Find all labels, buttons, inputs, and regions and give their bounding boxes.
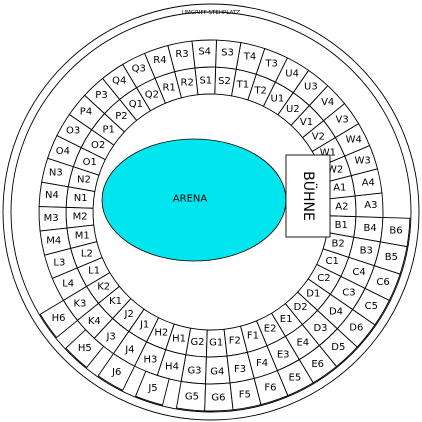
section-f5-shape bbox=[229, 377, 262, 411]
section-a3[interactable]: A3 bbox=[354, 192, 384, 218]
section-b4-shape bbox=[353, 216, 384, 243]
section-g6[interactable]: G6 bbox=[204, 382, 234, 412]
section-t4-shape bbox=[235, 42, 266, 75]
section-l4-shape bbox=[51, 267, 88, 301]
section-d5-shape bbox=[318, 328, 358, 368]
section-b6-shape bbox=[379, 216, 411, 248]
section-j6-shape bbox=[97, 353, 136, 391]
section-m2-shape bbox=[65, 206, 95, 229]
section-m4-shape bbox=[39, 227, 72, 256]
section-n3-shape bbox=[41, 157, 74, 188]
section-s1[interactable]: S1 bbox=[194, 66, 217, 96]
section-o4-shape bbox=[47, 135, 82, 168]
section-b5-shape bbox=[373, 241, 408, 275]
section-g5-shape bbox=[175, 380, 207, 412]
section-g1[interactable]: G1 bbox=[205, 328, 228, 358]
section-w4-shape bbox=[334, 123, 371, 157]
section-u4-shape bbox=[274, 57, 310, 94]
section-g4[interactable]: G4 bbox=[205, 355, 231, 385]
section-b6[interactable]: B6 bbox=[379, 216, 411, 248]
section-v4-shape bbox=[308, 85, 346, 122]
section-c6-shape bbox=[364, 265, 401, 301]
section-u3-shape bbox=[292, 69, 329, 107]
section-s3-shape bbox=[215, 39, 242, 70]
section-s4[interactable]: S4 bbox=[191, 39, 217, 69]
section-a2[interactable]: A2 bbox=[327, 195, 357, 218]
section-t3-shape bbox=[255, 48, 288, 83]
section-p4-shape bbox=[68, 94, 106, 131]
section-c5-shape bbox=[352, 287, 390, 326]
umgriff-ring-outlines bbox=[2, 3, 420, 421]
umgriff-stehplatz-label: UMGRIFF STEHPLATZ bbox=[182, 10, 240, 16]
section-r3-shape bbox=[167, 40, 196, 73]
section-e6-shape bbox=[298, 344, 338, 384]
stage[interactable] bbox=[285, 154, 331, 238]
section-m3-shape bbox=[38, 206, 68, 232]
umgriff-outer-ring bbox=[2, 3, 420, 421]
section-r4-shape bbox=[143, 44, 176, 79]
section-g6-shape bbox=[204, 382, 234, 412]
section-h6-shape bbox=[39, 299, 79, 339]
section-w3-shape bbox=[344, 144, 379, 177]
section-s3[interactable]: S3 bbox=[215, 39, 242, 70]
section-m3[interactable]: M3 bbox=[38, 206, 68, 232]
section-p3-shape bbox=[84, 77, 121, 115]
section-g4-shape bbox=[205, 355, 231, 385]
section-o3-shape bbox=[56, 113, 93, 149]
section-b4[interactable]: B4 bbox=[353, 216, 384, 243]
arena-label: ARENA bbox=[173, 194, 208, 205]
section-q4-shape bbox=[101, 63, 138, 101]
section-a4-shape bbox=[350, 168, 383, 197]
section-n4[interactable]: N4 bbox=[38, 181, 69, 208]
section-m2[interactable]: M2 bbox=[65, 206, 95, 229]
section-l3-shape bbox=[43, 247, 78, 280]
section-v3-shape bbox=[322, 102, 360, 139]
section-f6-shape bbox=[253, 370, 289, 406]
section-s1-shape bbox=[194, 66, 217, 96]
section-j5-shape bbox=[134, 370, 170, 406]
stage-label: BÜHNE bbox=[300, 171, 318, 221]
section-a3-shape bbox=[354, 192, 384, 218]
section-s4-shape bbox=[191, 39, 217, 69]
section-g1-shape bbox=[205, 328, 228, 358]
umgriff-inner-ring bbox=[10, 11, 412, 413]
section-n4-shape bbox=[38, 181, 69, 208]
section-h5-shape bbox=[65, 329, 105, 369]
section-a2-shape bbox=[327, 195, 357, 218]
section-g5[interactable]: G5 bbox=[175, 380, 207, 412]
section-q3-shape bbox=[122, 52, 156, 89]
